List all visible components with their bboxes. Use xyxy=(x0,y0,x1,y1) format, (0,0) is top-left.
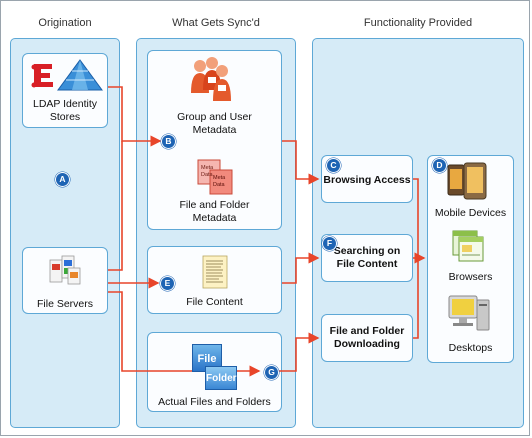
mobile-devices-label: Mobile Devices xyxy=(434,207,507,219)
arrow-servers-to-metadata xyxy=(108,141,123,271)
badge-f: F xyxy=(322,236,337,251)
file-servers-icon xyxy=(49,255,81,285)
mobile-devices-icon xyxy=(447,162,487,200)
meta-text-2: Meta xyxy=(213,175,226,181)
group-users-icon xyxy=(191,57,231,101)
browsing-access-label: Browsing Access xyxy=(323,174,411,186)
badge-a: A xyxy=(55,172,70,187)
arrow-files-to-downloading xyxy=(278,332,320,372)
desktops-icon xyxy=(448,295,490,331)
header-origination: Origination xyxy=(38,17,92,29)
file-content-document-icon xyxy=(202,255,228,289)
arrow-content-to-searching xyxy=(282,252,320,284)
searching-label-line2: File Content xyxy=(336,258,398,270)
data-text-2: Data xyxy=(213,182,226,188)
ldap-label-line1: LDAP Identity xyxy=(32,98,97,110)
arrow-browsing-to-clients xyxy=(413,178,426,264)
ldap-label-line2: Stores xyxy=(49,111,81,123)
desktops-label: Desktops xyxy=(448,342,493,354)
file-servers-label: File Servers xyxy=(36,298,93,310)
badge-b: B xyxy=(161,134,176,149)
arrow-downloading-to-clients xyxy=(413,258,419,339)
downloading-label-line1: File and Folder xyxy=(329,325,405,337)
downloading-box xyxy=(321,314,413,362)
browsers-label: Browsers xyxy=(448,271,493,283)
badge-g: G xyxy=(264,365,279,380)
badge-e: E xyxy=(160,276,175,291)
file-content-label: File Content xyxy=(186,296,243,308)
downloading-label-line2: Downloading xyxy=(334,338,400,350)
badge-c: C xyxy=(326,158,341,173)
arrow-metadata-to-browsing xyxy=(282,140,320,185)
searching-label-line1: Searching on xyxy=(333,245,401,257)
meta-text-1: Meta xyxy=(201,165,214,171)
ldap-identity-icon xyxy=(31,59,103,91)
group-user-label-line1: Group and User xyxy=(177,111,252,123)
header-synced: What Gets Sync'd xyxy=(172,17,260,29)
browsers-icon xyxy=(452,230,484,262)
group-user-label-line2: Metadata xyxy=(192,124,237,136)
arrow-servers-to-files xyxy=(108,291,261,377)
file-folder-metadata-line1: File and Folder xyxy=(179,199,250,211)
badge-d: D xyxy=(432,158,447,173)
header-functionality: Functionality Provided xyxy=(363,17,473,29)
actual-files-label: Actual Files and Folders xyxy=(158,396,271,408)
data-text-1: Data xyxy=(201,172,214,178)
file-folder-metadata-line2: Metadata xyxy=(192,212,237,224)
metadata-documents-icon: Meta Data Meta Data xyxy=(197,159,233,195)
folder-icon: Folder xyxy=(205,366,237,390)
arrow-ldap-to-metadata xyxy=(108,86,162,147)
